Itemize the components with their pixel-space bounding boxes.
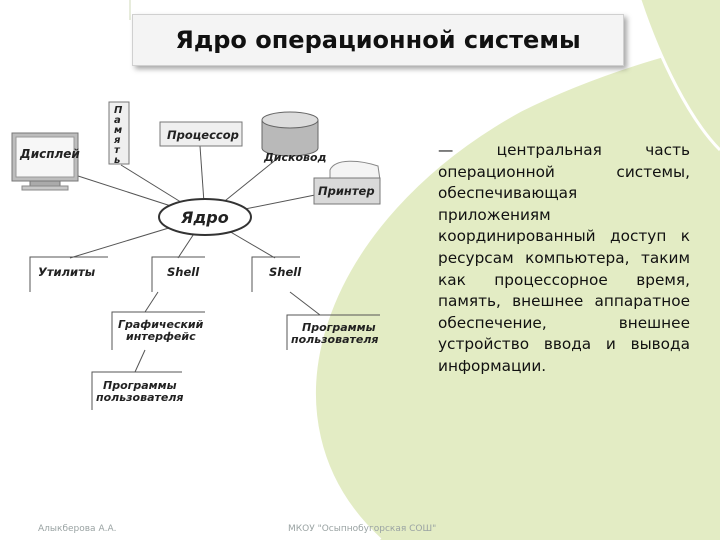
disk-drive-icon bbox=[261, 111, 319, 157]
svg-text:т: т bbox=[114, 145, 121, 156]
kernel-ellipse bbox=[158, 198, 252, 236]
description-text: — центральная часть операционной системы… bbox=[438, 141, 690, 375]
user-programs-left-box bbox=[91, 371, 182, 410]
label-user-programs-right-line2: пользователя bbox=[291, 333, 378, 346]
gui-box bbox=[111, 311, 205, 350]
svg-text:я: я bbox=[113, 135, 121, 146]
label-user-programs-left-line2: пользователя bbox=[96, 391, 183, 404]
processor-box bbox=[159, 121, 243, 147]
label-display: Дисплей bbox=[19, 147, 80, 161]
utilities-box bbox=[29, 256, 108, 292]
label-printer: Принтер bbox=[318, 184, 375, 198]
monitor-icon bbox=[11, 132, 79, 191]
label-shell-right: Shell bbox=[269, 265, 302, 279]
label-processor: Процессор bbox=[167, 128, 239, 142]
label-gui-line2: интерфейс bbox=[126, 330, 196, 343]
label-utilities: Утилиты bbox=[38, 265, 96, 279]
shell-right-box bbox=[251, 256, 300, 292]
printer-icon bbox=[313, 160, 381, 205]
title-box: Ядро операционной системы bbox=[132, 14, 624, 66]
user-programs-right-box bbox=[286, 314, 380, 350]
svg-text:П: П bbox=[114, 105, 123, 116]
footer-author: Алыкберова А.А. bbox=[38, 524, 117, 534]
shell-left-box bbox=[151, 256, 205, 292]
label-disk: Дисковод bbox=[263, 151, 327, 164]
label-user-programs-left-line1: Программы bbox=[103, 379, 177, 392]
label-user-programs-right-line1: Программы bbox=[302, 321, 376, 334]
memory-letters: П а м я т ь bbox=[113, 105, 123, 166]
memory-box bbox=[108, 101, 130, 165]
svg-text:м: м bbox=[114, 125, 122, 136]
label-shell-left: Shell bbox=[167, 265, 200, 279]
label-kernel: Ядро bbox=[180, 208, 229, 227]
label-gui-line1: Графический bbox=[118, 318, 204, 331]
svg-text:а: а bbox=[114, 115, 121, 126]
svg-text:ь: ь bbox=[114, 155, 120, 166]
page-title: Ядро операционной системы bbox=[175, 26, 581, 54]
footer-school: МКОУ "Осыпнобугорская СОШ" bbox=[288, 524, 437, 534]
